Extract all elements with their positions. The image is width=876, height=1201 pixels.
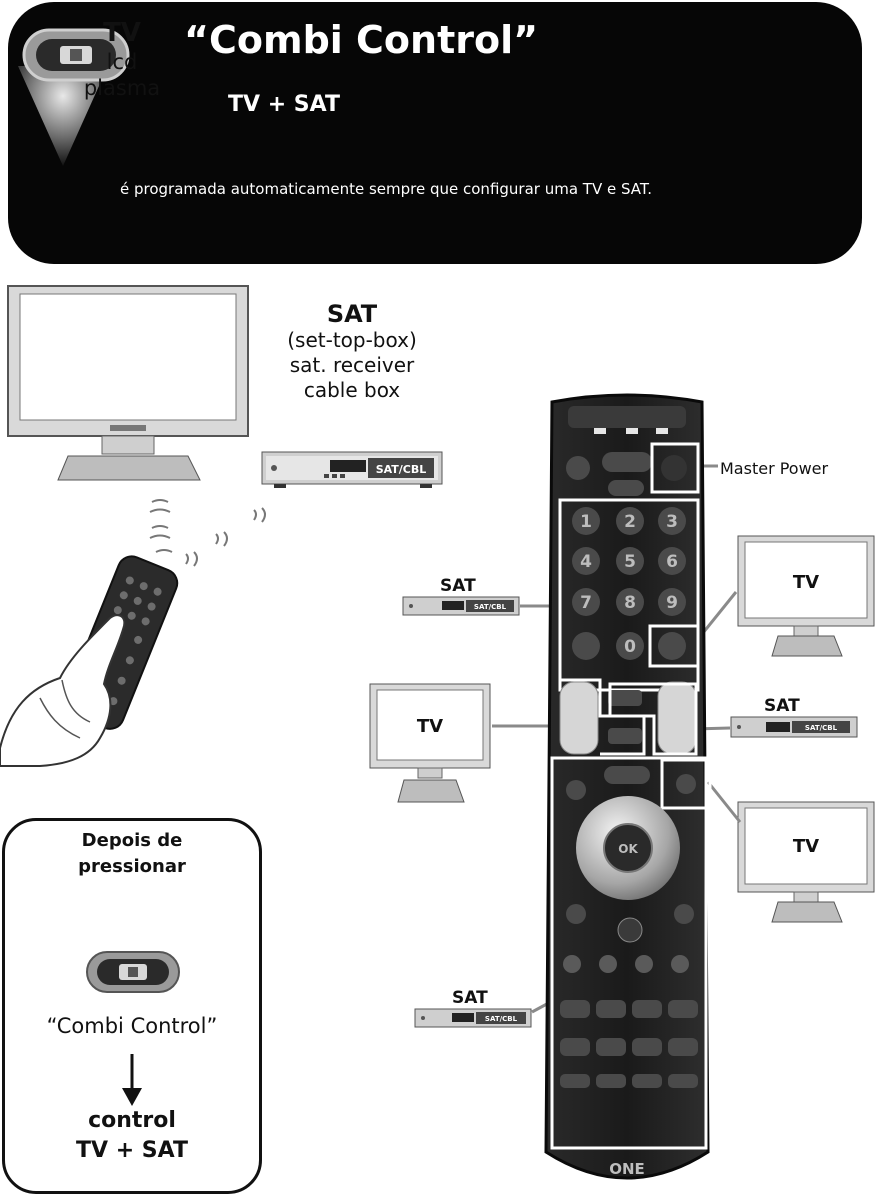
- svg-text:1: 1: [580, 512, 592, 532]
- sat-box-label: SAT/CBL: [376, 463, 427, 476]
- svg-text:2: 2: [624, 512, 636, 532]
- sat-line-1: (set-top-box): [287, 328, 417, 352]
- tv-small-icon-right-bottom: [737, 801, 875, 923]
- highlight-triangle-icon: [18, 66, 108, 166]
- sat-receiver-small-icon-right: SAT/CBL: [730, 716, 858, 738]
- instruction-title-line2: pressionar: [78, 856, 186, 877]
- sat-label-channel: SAT: [764, 696, 800, 716]
- combi-control-button-icon: [22, 28, 130, 82]
- header-banner: [8, 2, 862, 264]
- control-label-line1: control: [88, 1108, 176, 1133]
- header-subtitle: TV + SAT: [228, 92, 340, 117]
- master-power-label: Master Power: [720, 459, 829, 478]
- remote-brand-logo: ONE: [609, 1160, 645, 1178]
- tv-title: TV: [103, 18, 141, 48]
- sat-receiver-small-icon-bottom: SAT/CBL: [414, 1008, 532, 1028]
- hand-holding-remote-illustration: [0, 499, 266, 767]
- svg-text:SAT/CBL: SAT/CBL: [474, 603, 507, 611]
- arrow-down-icon: [122, 1054, 142, 1106]
- remote-control-illustration: 1 2 3 4 5 6 7 8 9 0 OK ONE: [544, 393, 712, 1180]
- svg-text:3: 3: [666, 512, 678, 532]
- sat-line-2: sat. receiver: [289, 353, 415, 377]
- ok-button-label: OK: [618, 842, 638, 856]
- svg-text:8: 8: [624, 593, 636, 613]
- header-title: “Combi Control”: [184, 18, 539, 62]
- svg-text:SAT/CBL: SAT/CBL: [805, 724, 838, 732]
- sat-description: SAT (set-top-box) sat. receiver cable bo…: [262, 300, 442, 403]
- control-label-line2: TV + SAT: [76, 1138, 188, 1163]
- tv-small-icon-right-top: [737, 535, 875, 657]
- instruction-box: [2, 818, 262, 1194]
- sat-receiver-small-icon: SAT/CBL: [402, 596, 520, 616]
- sat-line-3: cable box: [303, 378, 401, 402]
- svg-text:0: 0: [624, 637, 636, 657]
- svg-text:SAT/CBL: SAT/CBL: [485, 1015, 518, 1023]
- header-description: é programada automaticamente sempre que …: [120, 180, 653, 198]
- svg-text:9: 9: [666, 593, 678, 613]
- tv-label-right-top: TV: [792, 572, 820, 593]
- instruction-title-line1: Depois de: [81, 830, 183, 851]
- sat-label-transport: SAT: [452, 988, 488, 1008]
- tv-type-plasma: plasma: [83, 76, 161, 100]
- svg-text:7: 7: [580, 593, 592, 613]
- tv-illustration: [7, 285, 249, 481]
- signal-waves-icon: [149, 499, 266, 567]
- svg-text:4: 4: [580, 552, 592, 572]
- combi-control-button-icon-small: [86, 951, 180, 993]
- sat-title: SAT: [326, 300, 378, 328]
- combi-control-label: “Combi Control”: [46, 1014, 218, 1038]
- tv-type-lcd: lcd: [106, 50, 138, 74]
- sat-label-keypad: SAT: [440, 576, 476, 596]
- tv-small-icon-left: [369, 683, 491, 803]
- svg-text:6: 6: [666, 552, 678, 572]
- sat-receiver-illustration: SAT/CBL: [261, 451, 443, 488]
- svg-text:5: 5: [624, 552, 636, 572]
- tv-label-left: TV: [416, 716, 444, 737]
- tv-label-right-bottom: TV: [792, 836, 820, 857]
